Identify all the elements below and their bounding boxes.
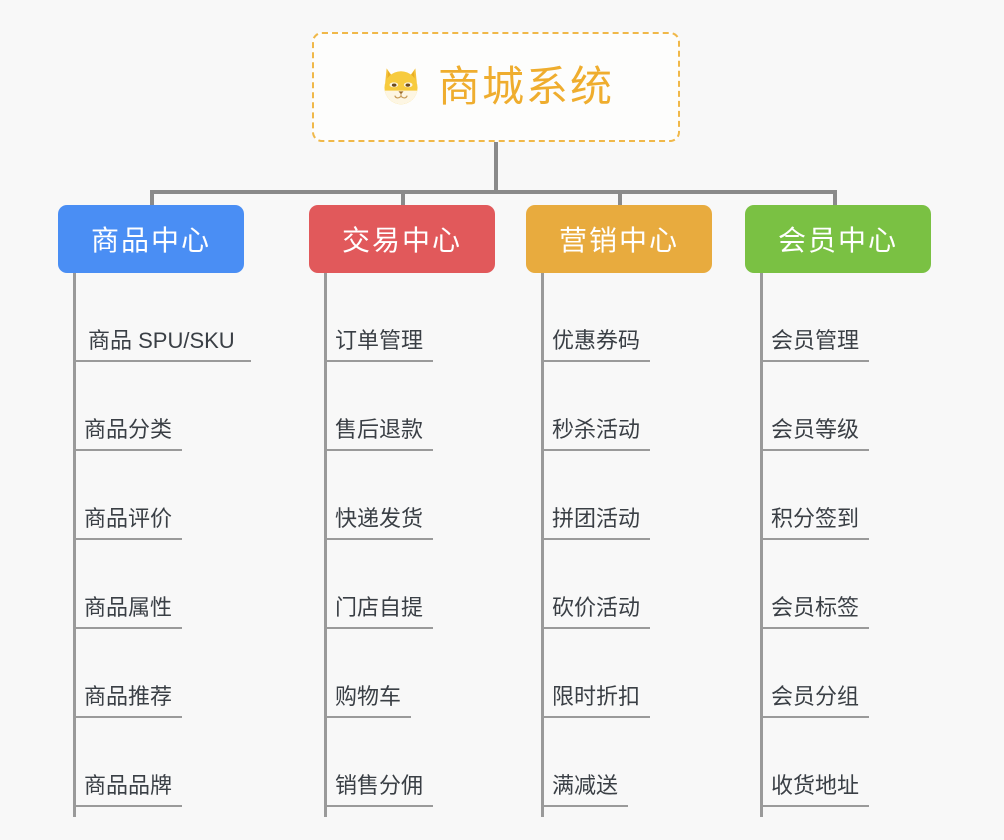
category-column-product-center: 商品中心 商品 SPU/SKU 商品分类 商品评价 商品属性 商品推荐 商品品牌 [58,205,251,817]
connector-bus [150,190,835,194]
branch-spine-product-center [73,273,76,817]
category-header-member-center[interactable]: 会员中心 [745,205,931,273]
branch-spine-marketing-center [541,273,544,817]
connector-drop-2 [401,190,405,208]
list-item[interactable]: 优惠券码 [526,273,651,362]
leaf-label: 快递发货 [325,505,434,540]
list-item[interactable]: 门店自提 [309,540,434,629]
list-item[interactable]: 商品推荐 [58,629,251,718]
leaf-list-trade-center: 订单管理 售后退款 快递发货 门店自提 购物车 销售分佣 [309,273,434,807]
category-column-marketing-center: 营销中心 优惠券码 秒杀活动 拼团活动 砍价活动 限时折扣 满减送 [526,205,712,817]
list-item[interactable]: 积分签到 [745,451,870,540]
leaf-label: 售后退款 [325,416,434,451]
category-column-trade-center: 交易中心 订单管理 售后退款 快递发货 门店自提 购物车 销售分佣 [309,205,495,817]
leaf-label: 砍价活动 [542,594,651,629]
branch-spine-member-center [760,273,763,817]
category-label: 商品中心 [90,225,211,256]
leaf-list-product-center: 商品 SPU/SKU 商品分类 商品评价 商品属性 商品推荐 商品品牌 [58,273,251,807]
category-label: 会员中心 [777,225,898,256]
list-item[interactable]: 订单管理 [309,273,434,362]
leaf-label: 销售分佣 [325,772,434,807]
connector-drop-1 [150,190,154,208]
leaf-label: 门店自提 [325,594,434,629]
list-item[interactable]: 商品分类 [58,362,251,451]
root-node[interactable]: 商城系统 [312,32,680,142]
list-item[interactable]: 会员标签 [745,540,870,629]
category-label: 营销中心 [558,225,679,256]
leaf-label: 商品品牌 [74,772,183,807]
leaf-label: 积分签到 [761,505,870,540]
leaf-label: 优惠券码 [542,327,651,362]
list-item[interactable]: 售后退款 [309,362,434,451]
category-header-trade-center[interactable]: 交易中心 [309,205,495,273]
category-label: 交易中心 [341,225,462,256]
list-item[interactable]: 商品属性 [58,540,251,629]
list-item[interactable]: 会员分组 [745,629,870,718]
leaf-label: 商品 SPU/SKU [74,327,251,362]
dog-face-icon [378,64,424,110]
leaf-label: 会员管理 [761,327,870,362]
connector-drop-4 [833,190,837,208]
list-item[interactable]: 收货地址 [745,718,870,807]
list-item[interactable]: 快递发货 [309,451,434,540]
leaf-label: 限时折扣 [542,683,651,718]
leaf-label: 商品分类 [74,416,183,451]
list-item[interactable]: 砍价活动 [526,540,651,629]
list-item[interactable]: 秒杀活动 [526,362,651,451]
leaf-label: 购物车 [325,683,412,718]
leaf-label: 收货地址 [761,772,870,807]
list-item[interactable]: 商品评价 [58,451,251,540]
leaf-label: 会员等级 [761,416,870,451]
leaf-label: 商品推荐 [74,683,183,718]
leaf-label: 秒杀活动 [542,416,651,451]
leaf-label: 满减送 [542,772,629,807]
leaf-list-marketing-center: 优惠券码 秒杀活动 拼团活动 砍价活动 限时折扣 满减送 [526,273,651,807]
list-item[interactable]: 商品 SPU/SKU [58,273,251,362]
category-header-marketing-center[interactable]: 营销中心 [526,205,712,273]
connector-drop-3 [618,190,622,208]
category-header-product-center[interactable]: 商品中心 [58,205,244,273]
list-item[interactable]: 销售分佣 [309,718,434,807]
leaf-list-member-center: 会员管理 会员等级 积分签到 会员标签 会员分组 收货地址 [745,273,870,807]
list-item[interactable]: 满减送 [526,718,650,807]
connector-root-stem [494,142,498,192]
leaf-label: 拼团活动 [542,505,651,540]
leaf-label: 订单管理 [325,327,434,362]
list-item[interactable]: 购物车 [309,629,433,718]
branch-spine-trade-center [324,273,327,817]
list-item[interactable]: 限时折扣 [526,629,651,718]
list-item[interactable]: 商品品牌 [58,718,251,807]
root-title: 商城系统 [437,63,614,110]
leaf-label: 商品评价 [74,505,183,540]
list-item[interactable]: 会员管理 [745,273,870,362]
list-item[interactable]: 拼团活动 [526,451,651,540]
list-item[interactable]: 会员等级 [745,362,870,451]
leaf-label: 会员分组 [761,683,870,718]
leaf-label: 会员标签 [761,594,870,629]
category-column-member-center: 会员中心 会员管理 会员等级 积分签到 会员标签 会员分组 收货地址 [745,205,931,817]
leaf-label: 商品属性 [74,594,183,629]
